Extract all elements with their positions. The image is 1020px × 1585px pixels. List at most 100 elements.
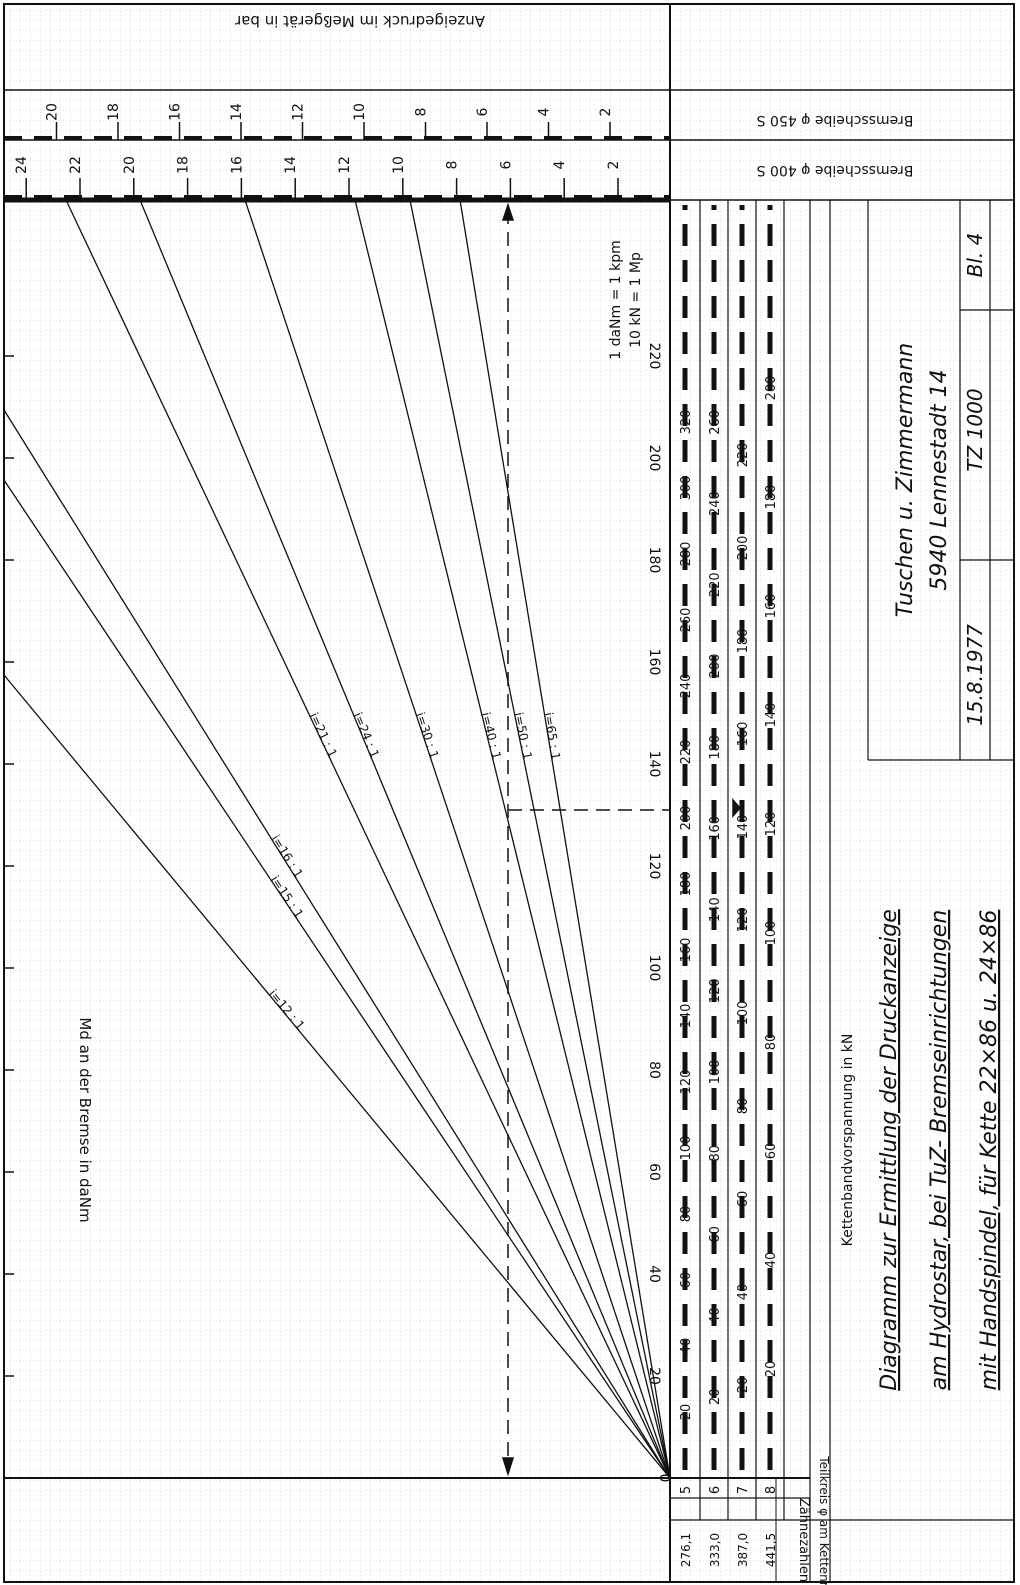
y-tick-label: 120 — [646, 853, 662, 880]
diameter-header-text: Teilkreis φ am Kettenrad in mm — [817, 1455, 831, 1585]
chain-row-tick-label: 180 — [736, 629, 751, 654]
diameter-header: Teilkreis φ am Kettenrad in mm — [817, 1455, 831, 1585]
chain-row-tick-label: 60 — [708, 1226, 723, 1243]
scale-400-label-value: 4 — [552, 160, 568, 169]
chain-row-tick-label: 260 — [679, 608, 694, 633]
y-tick-label: 180 — [646, 547, 662, 574]
scale-400-label-value: 6 — [498, 160, 514, 169]
chain-row-tick-label: 180 — [708, 735, 723, 760]
chain-row-tick-label: 100 — [736, 1001, 751, 1026]
chain-row-tick-label: 20 — [736, 1377, 751, 1394]
chain-row-tick-label: 80 — [708, 1145, 723, 1162]
chain-row-tick-label: 140 — [679, 1004, 694, 1029]
chain-row-tick-label: 160 — [679, 938, 694, 963]
x-axis-title: Kettenbandvorspannung in kN — [840, 1034, 856, 1247]
chain-row-tick-label: 160 — [708, 816, 723, 841]
chain-row-tick-label: 280 — [679, 542, 694, 567]
scale-400-label: Bremsscheibe φ 400 S — [757, 162, 914, 178]
ratio-line — [139, 199, 671, 1479]
scale-400-label-value: 14 — [283, 156, 299, 174]
title-line-3: mit Handspindel, für Kette 22×86 u. 24×8… — [977, 910, 1002, 1391]
sheet-number: Bl. 4 — [963, 233, 987, 278]
chain-row-tick-label: 100 — [679, 1136, 694, 1161]
scale-400-label-value: 24 — [14, 156, 30, 174]
ratio-line — [459, 199, 671, 1479]
chain-row-tick-label: 200 — [736, 536, 751, 561]
chain-row-tick-label: 140 — [708, 897, 723, 922]
y-tick-label: 80 — [646, 1061, 662, 1079]
chain-row-diameter: 441,5 — [764, 1533, 778, 1567]
units-note-1: 1 daNm = 1 kpm — [608, 240, 624, 360]
ratio-line — [409, 199, 671, 1479]
scale-450-label-value: 12 — [291, 103, 307, 121]
chain-row-tick-label: 160 — [764, 594, 779, 619]
sheet-frame — [3, 3, 1015, 1583]
scale-400-label-value: 10 — [391, 156, 407, 174]
chain-row-tick-label: 140 — [736, 815, 751, 840]
chain-row-tick-label: 40 — [708, 1307, 723, 1324]
chain-row-teeth: 7 — [736, 1486, 751, 1494]
chain-row-tick-label: 220 — [679, 740, 694, 765]
scale-400-label-value: 12 — [337, 156, 353, 174]
y-tick-label: 0 — [656, 1474, 672, 1483]
chain-row-diameter: 276,1 — [679, 1533, 693, 1567]
chain-row-tick-label: 100 — [708, 1060, 723, 1085]
scale-400-label-value: 8 — [445, 161, 461, 170]
scale-400-label-value: 20 — [122, 156, 138, 174]
y-tick-label: 40 — [646, 1265, 662, 1283]
chain-row-tick-label: 40 — [679, 1338, 694, 1355]
chain-row-tick-label: 120 — [736, 908, 751, 933]
scale-400-label-value: 22 — [68, 156, 84, 174]
chain-row-teeth: 5 — [679, 1486, 694, 1494]
scale-450-label-value: 16 — [168, 103, 184, 121]
ratio-line — [354, 199, 671, 1479]
chain-row-tick-label: 320 — [679, 410, 694, 435]
ratio-line — [3, 674, 671, 1479]
scale-450-label-value: 2 — [598, 108, 614, 117]
scale-450-label-value: 20 — [45, 103, 61, 121]
chain-row-tick-label: 60 — [764, 1143, 779, 1160]
chain-row-tick-label: 260 — [708, 410, 723, 435]
scale-400-label-value: 16 — [229, 156, 245, 174]
company-address: 5940 Lennestadt 14 — [927, 369, 952, 590]
chain-row-tick-label: 80 — [764, 1034, 779, 1051]
chain-row-tick-label: 100 — [764, 921, 779, 946]
y-tick-label: 100 — [646, 955, 662, 982]
chain-row-tick-label: 200 — [764, 376, 779, 401]
table-headers: Zähnezahlen Teilkreis φ am Kettenrad in … — [796, 1455, 831, 1585]
chain-scale-rows: 2040608010012014016018020022024026028030… — [679, 205, 779, 1567]
right-axis-title: Anzeigedruck im Meßgerät in bar — [234, 12, 485, 30]
chain-row-tick-label: 200 — [708, 654, 723, 679]
scale-400-label-value: 18 — [176, 156, 192, 174]
chain-row-tick-label: 60 — [679, 1272, 694, 1289]
title-line-1: Diagramm zur Ermittlung der Druckanzeige — [877, 909, 902, 1391]
chain-row-tick-label: 140 — [764, 703, 779, 728]
scale-450-label-value: 6 — [475, 107, 491, 116]
scale-450-label-value: 18 — [106, 103, 122, 121]
scale-450-label-value: 14 — [229, 103, 245, 121]
scale-400-label-value: 2 — [606, 161, 622, 170]
chain-row-tick-label: 120 — [764, 812, 779, 837]
chain-row-tick-label: 180 — [679, 872, 694, 897]
teeth-header: Zähnezahlen — [796, 1498, 811, 1582]
chain-row-tick-label: 240 — [708, 491, 723, 516]
drawing-date: 15.8.1977 — [963, 624, 987, 726]
ratio-line — [3, 479, 671, 1479]
ratio-line — [65, 199, 671, 1479]
chain-row-tick-label: 180 — [764, 485, 779, 510]
chain-row-tick-label: 200 — [679, 806, 694, 831]
chain-row-tick-label: 20 — [708, 1389, 723, 1406]
frame-lines — [4, 4, 1014, 1582]
chain-row-teeth: 8 — [764, 1486, 779, 1494]
example-path — [501, 202, 741, 1477]
chain-row-teeth: 6 — [708, 1486, 723, 1494]
model-number: TZ 1000 — [963, 388, 987, 471]
y-tick-label: 220 — [646, 343, 662, 370]
title-line-2: am Hydrostar, bei TuZ- Bremseinrichtunge… — [927, 910, 952, 1391]
grid-background — [4, 4, 1014, 1582]
chain-row-tick-label: 120 — [708, 978, 723, 1003]
